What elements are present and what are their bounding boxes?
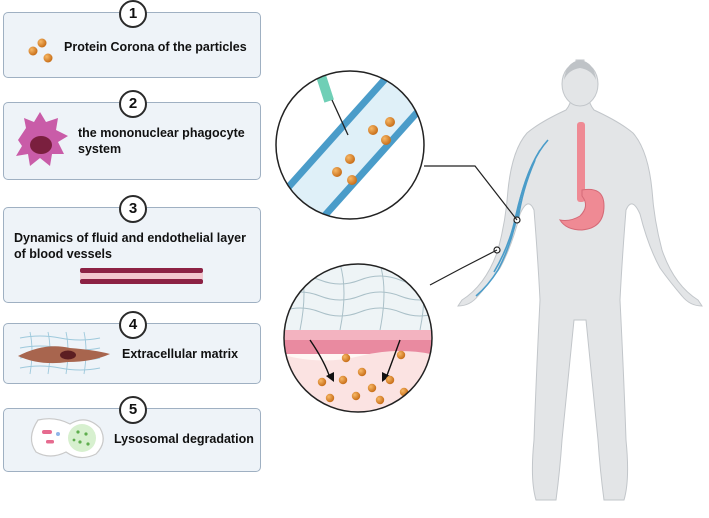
panel-1-label: Protein Corona of the particles [64, 40, 247, 54]
badge-3: 3 [119, 195, 147, 223]
particles-icon [28, 38, 53, 63]
blood-vessel-icon [80, 268, 203, 284]
stomach-icon [558, 122, 605, 231]
badge-2: 2 [119, 90, 147, 118]
vessel-zoom-circle [275, 70, 425, 220]
panel-5-label: Lysosomal degradation [114, 432, 254, 446]
tissue-zoom-circle [283, 263, 433, 413]
panel-3-label: Dynamics of fluid and endothelial layer … [14, 231, 246, 261]
macrophage-icon [16, 112, 68, 166]
badge-1: 1 [119, 0, 147, 28]
human-body-icon [457, 59, 703, 501]
fibroblast-icon [18, 331, 110, 375]
panel-fluid-dynamics: Dynamics of fluid and endothelial layer … [3, 207, 261, 303]
badge-4: 4 [119, 311, 147, 339]
lysosome-icon [30, 418, 104, 459]
badge-5: 5 [119, 396, 147, 424]
panel-4-label: Extracellular matrix [122, 347, 239, 361]
arm-veins [475, 139, 549, 297]
panel-2-label: the mononuclear phagocyte system [78, 126, 245, 156]
